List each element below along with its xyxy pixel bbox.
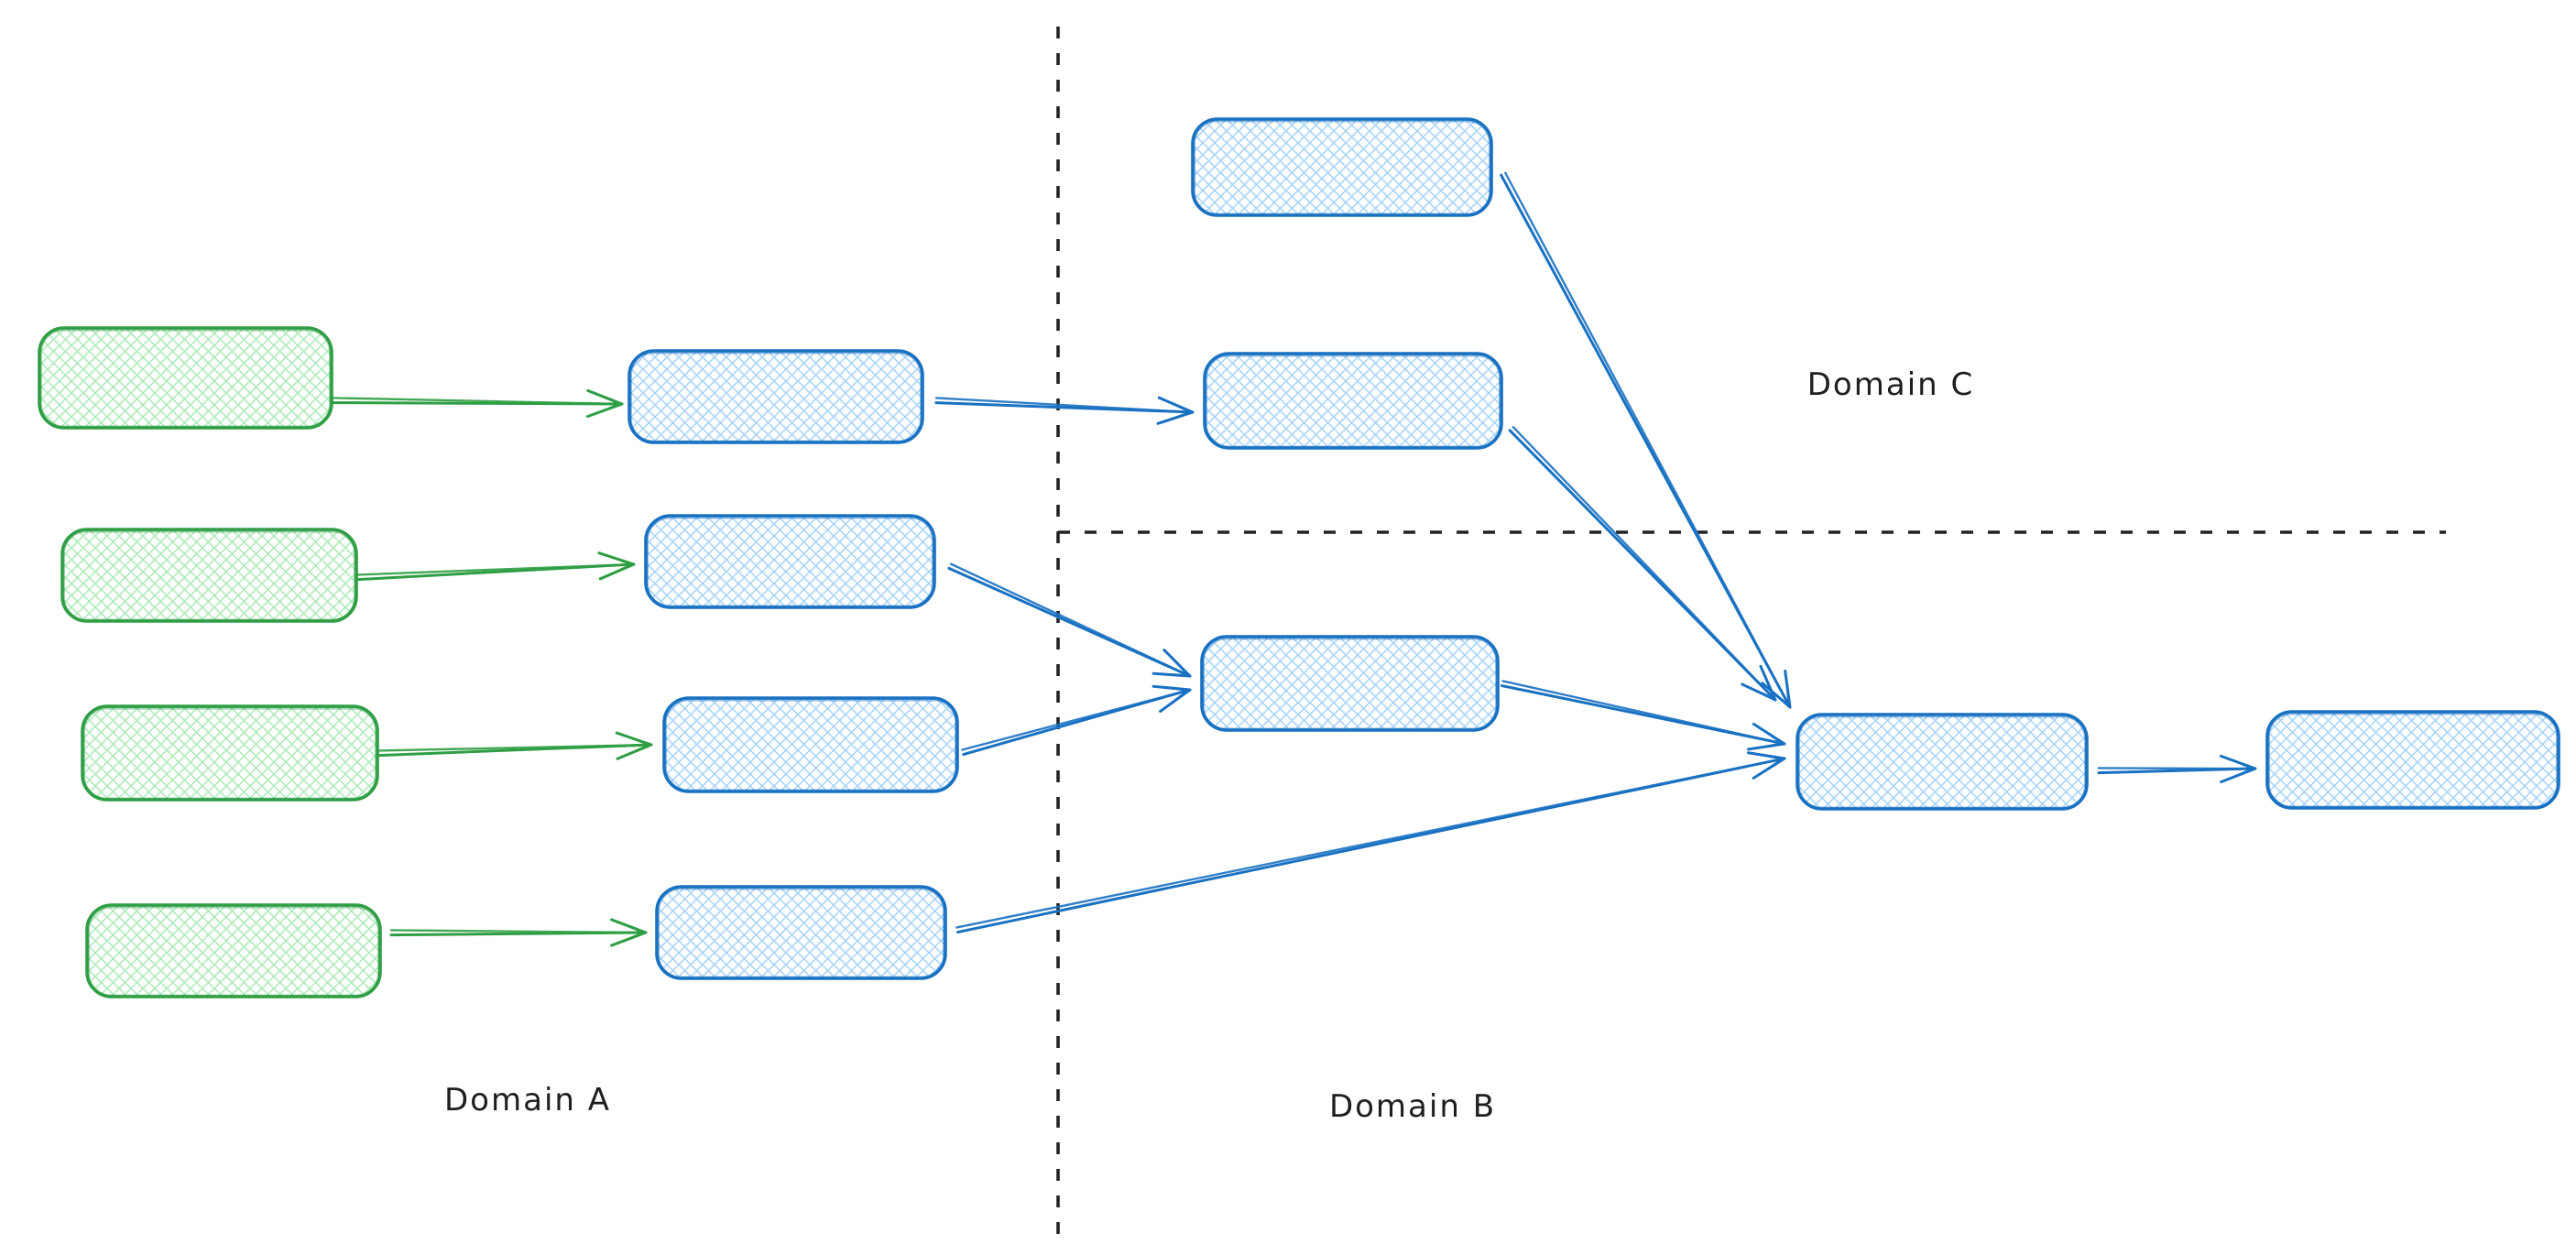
- domain-b-hub[interactable]: [1796, 713, 2089, 811]
- arrow-4[interactable]: [389, 918, 648, 947]
- domain-a-input-1[interactable]: [38, 326, 333, 430]
- arrow-12[interactable]: [2097, 754, 2257, 784]
- domain-c-node-2[interactable]: [1203, 352, 1503, 450]
- domain-b-label[interactable]: Domain B: [1329, 1088, 1496, 1125]
- domain-c-label[interactable]: Domain C: [1807, 366, 1974, 403]
- arrow-10[interactable]: [1508, 425, 1777, 702]
- domain-a-input-4[interactable]: [85, 903, 382, 999]
- arrow-11[interactable]: [1500, 680, 1786, 751]
- arrow-3[interactable]: [377, 731, 653, 760]
- arrow-2[interactable]: [356, 551, 636, 582]
- arrow-1[interactable]: [332, 388, 624, 419]
- domain-c-node-1[interactable]: [1191, 117, 1493, 217]
- arrow-8[interactable]: [955, 751, 1786, 934]
- domain-b-node-1[interactable]: [1200, 635, 1500, 732]
- arrow-5[interactable]: [934, 396, 1195, 425]
- arrow-6[interactable]: [947, 562, 1192, 678]
- domain-b-output[interactable]: [2265, 710, 2560, 810]
- domain-a-input-3[interactable]: [81, 704, 379, 802]
- domain-a-stage-4[interactable]: [655, 885, 947, 980]
- domain-a-input-2[interactable]: [60, 528, 358, 623]
- domain-a-stage-3[interactable]: [662, 696, 959, 793]
- arrow-7[interactable]: [961, 684, 1192, 757]
- domain-a-label[interactable]: Domain A: [444, 1082, 611, 1119]
- domain-a-stage-1[interactable]: [628, 349, 924, 444]
- arrow-9[interactable]: [1500, 171, 1792, 709]
- domain-a-stage-2[interactable]: [644, 514, 936, 609]
